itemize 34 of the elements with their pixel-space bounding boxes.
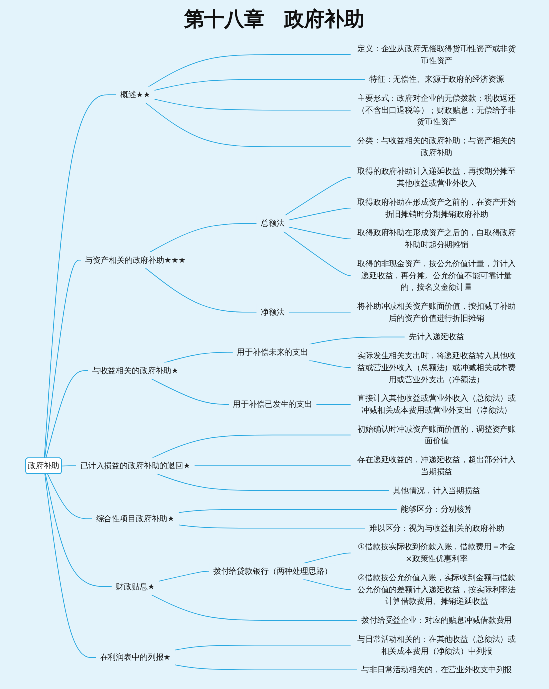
connector	[44, 94, 118, 459]
connector	[154, 79, 366, 91]
connector	[46, 474, 113, 588]
connector	[309, 336, 406, 346]
connector	[303, 552, 352, 564]
connector	[174, 644, 352, 651]
connector	[44, 474, 97, 658]
connector	[44, 260, 82, 459]
connector	[174, 664, 358, 670]
connector	[48, 474, 93, 520]
connector	[152, 434, 352, 458]
connector	[148, 54, 352, 88]
connector	[62, 466, 78, 467]
connector	[284, 231, 352, 276]
diagram-title: 第十八章 政府补助	[184, 6, 366, 33]
connector	[164, 352, 234, 364]
connector	[150, 223, 258, 253]
connector	[288, 208, 352, 221]
connector	[151, 378, 230, 405]
connector	[156, 474, 390, 492]
connector	[303, 579, 352, 590]
connector	[309, 360, 352, 368]
connector	[158, 571, 210, 582]
connector	[178, 509, 398, 514]
connector	[288, 226, 352, 240]
connector	[146, 268, 258, 313]
connector	[316, 404, 352, 405]
connector	[151, 594, 358, 621]
connector	[288, 312, 352, 313]
connector	[146, 102, 352, 148]
connector	[178, 524, 366, 529]
connector	[46, 370, 90, 459]
connector	[284, 177, 352, 216]
connector	[154, 98, 352, 111]
